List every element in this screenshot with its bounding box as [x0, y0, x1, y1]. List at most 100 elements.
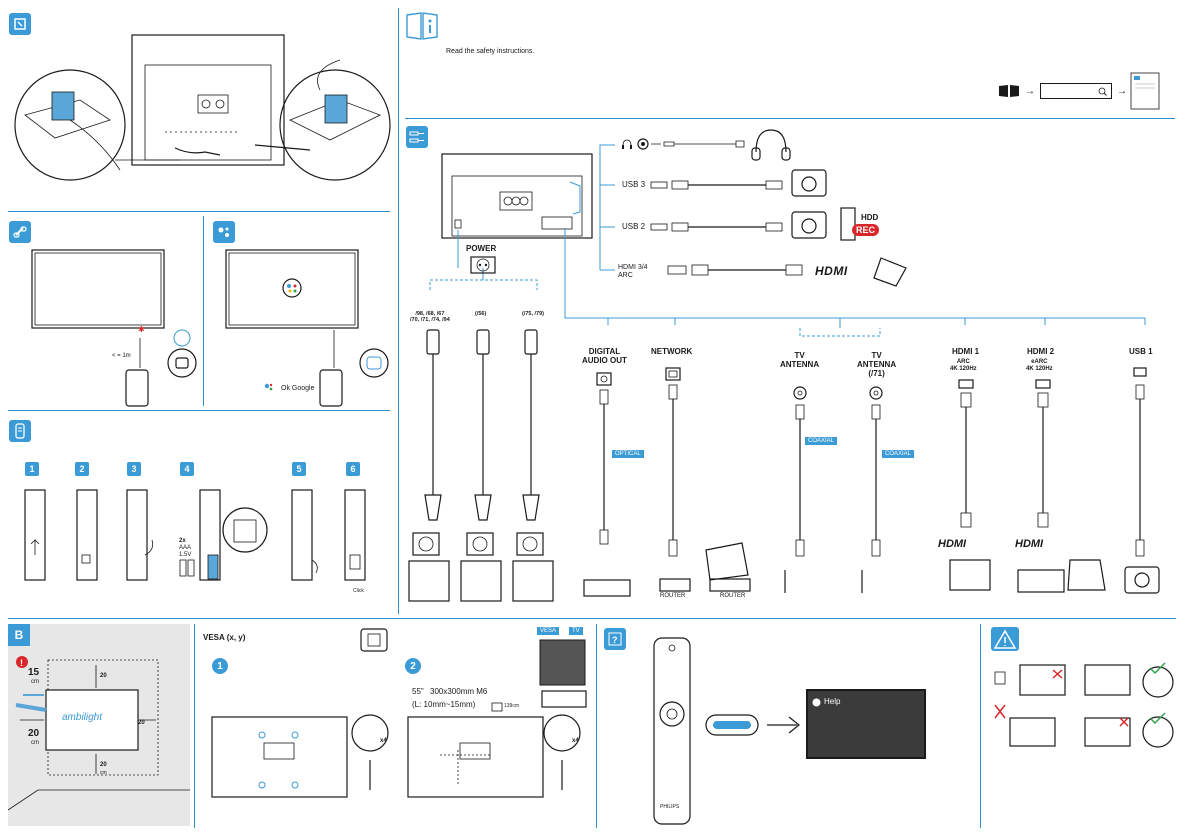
battery-step-4: 4	[180, 462, 194, 476]
google-assistant-icon	[213, 221, 235, 243]
pairing-tv-illustration: ✱	[31, 249, 197, 407]
svg-text:?: ?	[612, 635, 618, 645]
philips-brand: PHILIPS	[660, 804, 680, 810]
ambilight-logo: ambilight	[62, 712, 103, 723]
divider-vertical-main	[398, 8, 399, 614]
coaxial-tag-1: COAXIAL	[805, 437, 838, 445]
divider-left-mid-vertical	[203, 216, 204, 406]
divider-right-1	[405, 118, 1175, 119]
battery-step-1: 1	[25, 462, 39, 476]
tv-tag: TV	[569, 627, 583, 635]
power-cables-illustration	[408, 329, 554, 602]
help-title: Help	[824, 697, 841, 706]
help-question-icon: ?	[604, 628, 626, 650]
digital-audio-out-label: DIGITAL AUDIO OUT	[582, 347, 627, 365]
power-socket-icon	[470, 256, 496, 274]
help-screen: Help	[806, 689, 926, 759]
headphone-jack-icon	[622, 139, 632, 149]
wall-mount-illustration: !	[7, 656, 190, 811]
cable-management-icon	[9, 13, 31, 35]
help-remote-illustration	[653, 637, 691, 825]
tv-antenna-71-label: TV ANTENNA (/71)	[857, 351, 897, 378]
hdmi1-label: HDMI 1	[952, 347, 980, 356]
wall-side-top-value: 15	[28, 667, 40, 678]
router-label-2: ROUTER	[720, 593, 746, 599]
svg-text:✱: ✱	[138, 325, 145, 334]
link-icon	[9, 221, 31, 243]
power-variant-1: /98, /68, /67 /70, /71, /74, /94	[410, 311, 450, 324]
vesa-illustration	[211, 639, 587, 798]
wall-bracket-icon	[360, 628, 388, 652]
battery-step-6: 6	[346, 462, 360, 476]
google-dots-icon	[264, 383, 273, 391]
network-label: NETWORK	[651, 347, 693, 356]
wall-right-value: 20	[138, 720, 145, 726]
tv-back-cable-illustration	[14, 34, 391, 181]
arrow-icon-1: →	[1025, 86, 1035, 97]
vesa-cable-length: 139cm	[504, 703, 520, 709]
battery-step-2: 2	[75, 462, 89, 476]
help-icon	[812, 698, 821, 707]
divider-bottom-v1	[194, 624, 195, 828]
coaxial-tag-2: COAXIAL	[882, 450, 915, 458]
hdmi1-sub: ARC 4K 120Hz	[950, 359, 977, 372]
vesa-screws-count-1: x4	[380, 738, 387, 744]
wall-bottom-value: 20	[100, 762, 107, 768]
battery-step-3: 3	[127, 462, 141, 476]
wall-side-left-unit: cm	[31, 740, 39, 746]
bottom-cables-illustration	[583, 367, 1160, 597]
top-cables-illustration	[637, 129, 907, 287]
power-variant-2: (/56)	[475, 311, 487, 317]
battery-click-label: Click	[353, 588, 364, 594]
safety-instructions-text: Read the safety instructions.	[446, 48, 535, 55]
book-icon	[999, 85, 1019, 97]
divider-left-1	[8, 211, 390, 212]
battery-spec-count: 2x	[179, 538, 186, 544]
router-label-1: ROUTER	[660, 593, 686, 599]
manual-search-box[interactable]	[1040, 83, 1112, 99]
vesa-spec: 300x300mm M6	[430, 687, 488, 696]
battery-spec-voltage: 1.5V	[179, 552, 192, 558]
vesa-step-2: 2	[405, 658, 421, 674]
battery-spec-type: AAA	[179, 545, 192, 551]
vesa-screws-count-2: x4	[572, 738, 579, 744]
warning-triangle-icon	[991, 627, 1019, 651]
divider-bottom-v3	[980, 624, 981, 828]
remote-battery-icon	[9, 420, 31, 442]
battery-steps-illustration	[24, 489, 366, 581]
remote-distance-label: < = 1m	[112, 353, 131, 359]
wall-badge-b: B	[8, 624, 30, 646]
help-button-arrow	[705, 714, 800, 736]
divider-bottom	[8, 618, 1176, 619]
rec-badge: REC	[852, 224, 880, 236]
battery-step-5: 5	[292, 462, 306, 476]
wall-side-left-value: 20	[28, 728, 40, 739]
hdmi-logo-top: HDMI	[815, 264, 848, 278]
connections-wiring	[429, 144, 1146, 337]
hdmi-logo-1: HDMI	[938, 538, 967, 550]
wall-unit: cm	[100, 770, 107, 776]
connections-icon	[406, 126, 428, 148]
hdmi34-label: HDMI 3/4 ARC	[618, 264, 648, 279]
tv-antenna-label: TV ANTENNA	[780, 351, 820, 369]
usb2-label: USB 2	[622, 222, 646, 231]
google-tv-illustration	[225, 249, 389, 407]
vesa-size: 55"	[412, 687, 424, 696]
divider-left-2	[8, 410, 390, 411]
wall-side-top-unit: cm	[31, 679, 39, 685]
manual-info-icon	[406, 12, 438, 40]
vesa-tag: VESA	[537, 627, 560, 635]
hdmi2-sub: eARC 4K 120Hz	[1026, 359, 1053, 372]
manual-page-icon	[1130, 72, 1160, 110]
care-warnings-illustration	[994, 662, 1174, 748]
vesa-title: VESA (x, y)	[203, 633, 246, 642]
power-label: POWER	[466, 244, 497, 253]
usb1-label: USB 1	[1129, 347, 1153, 356]
divider-bottom-v2	[596, 624, 597, 828]
power-variant-3: (/75, /79)	[522, 311, 545, 317]
hdmi2-label: HDMI 2	[1027, 347, 1055, 356]
wall-top-value: 20	[100, 673, 107, 679]
arrow-icon-2: →	[1117, 86, 1127, 97]
tv-rear-ports-illustration	[441, 153, 593, 239]
vesa-step-1: 1	[212, 658, 228, 674]
